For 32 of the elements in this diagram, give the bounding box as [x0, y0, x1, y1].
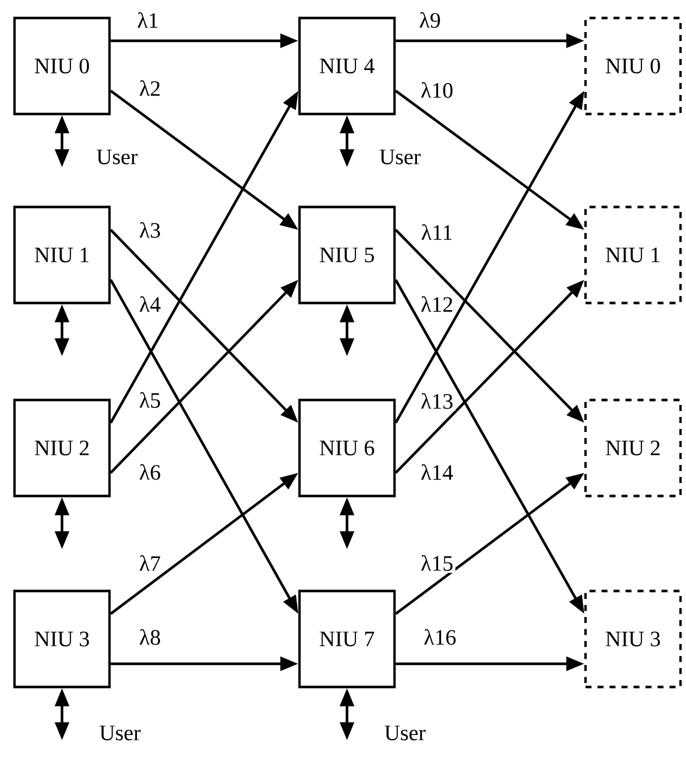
edge-label: λ16 [422, 627, 458, 647]
edge-label: λ15 [418, 553, 456, 573]
dashed-box: NIU 1 [584, 206, 682, 304]
edge-label: λ5 [137, 390, 163, 410]
user-label: User [380, 150, 421, 164]
edge-label: λ10 [418, 80, 456, 100]
dashed-box: NIU 0 [584, 16, 682, 116]
edge-label: λ11 [419, 222, 455, 242]
dashed-box: NIU 2 [584, 398, 682, 498]
edge-label: λ9 [417, 10, 443, 30]
edge-label: λ4 [137, 294, 163, 314]
user-label: User [96, 150, 138, 164]
edge-label: λ12 [418, 294, 456, 314]
box: NIU 6 [298, 398, 396, 498]
edge-label: λ14 [418, 462, 456, 482]
edge-label: λ13 [418, 391, 456, 411]
user-label: User [384, 726, 426, 740]
box: NIU 5 [298, 206, 396, 304]
edge-label: λ1 [135, 10, 161, 30]
user-label: User [100, 726, 141, 740]
box: NIU 4 [298, 16, 396, 116]
box: NIU 1 [13, 206, 111, 304]
edge-label: λ8 [137, 627, 163, 647]
edge-label: λ6 [137, 462, 163, 482]
edge-label: λ3 [137, 220, 163, 240]
dashed-box: NIU 3 [584, 590, 682, 688]
box: NIU 7 [298, 590, 396, 688]
edge-label: λ7 [137, 553, 163, 573]
box: NIU 2 [13, 398, 111, 498]
box: NIU 3 [13, 590, 111, 688]
box: NIU 0 [13, 16, 111, 116]
edge-label: λ2 [137, 78, 163, 98]
